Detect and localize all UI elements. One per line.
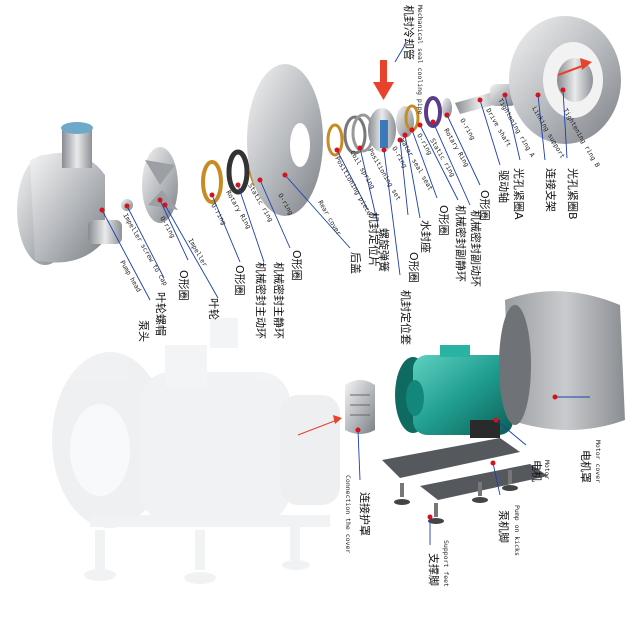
label-oring-4-cn: O形圈 [407, 252, 420, 283]
pump-feet-bar-2 [420, 464, 548, 500]
label-motor-cover-cn: 电机罩 [579, 450, 593, 483]
label-oring-2-en: O-ring [209, 202, 228, 226]
leader-dots [99, 87, 566, 520]
oring-6-part [442, 98, 452, 118]
label-mech-seal-sub-static-cn: 机械密封副静环 [454, 205, 468, 282]
label-oring-6-en: O-ring [458, 117, 477, 141]
bracket-arrow-head [580, 58, 592, 70]
label-mech-seal-static-cn: 机械密封主静环 [272, 262, 286, 339]
label-pump-feet-cn: 泵机脚 [497, 510, 511, 543]
cooling-pipe-arrow-head [373, 82, 394, 100]
label-motor-cn: 电机 [530, 460, 544, 482]
label-connection-cover-cn: 连接护罩 [358, 492, 372, 536]
sub-rotary-ring-part [424, 96, 442, 128]
rear-cover-part [247, 64, 323, 216]
assembled-pump-ghost [52, 318, 340, 584]
label-pump-feet-en: Pump on kicks [513, 505, 521, 556]
support-feet-part [394, 470, 518, 524]
label-coil-spring-cn: 螺旋弹簧 [377, 228, 391, 272]
oring-gold-part [201, 160, 223, 204]
label-cooling-pipe-cn: 机封冷却管 [402, 5, 416, 60]
seal-sleeve-part [368, 108, 396, 152]
motor-part [395, 345, 513, 438]
label-drive-shaft-cn: 驱动轴 [497, 170, 511, 203]
label-water-seal-seat-cn: 水封座 [419, 220, 433, 253]
label-oring-front-en: O-ring [158, 215, 177, 239]
label-seal-sleeve-cn: 机封定位套 [399, 290, 413, 345]
label-mech-seal-sub-rotary-cn: 机械密封副动环 [469, 210, 483, 287]
label-oring-front-cn: O形圈 [177, 270, 190, 301]
label-cooling-pipe-en: Mechanical seal cooling pipe [416, 5, 424, 115]
label-impeller-nut-cn: 叶轮螺帽 [154, 292, 168, 336]
label-bracket-cn: 连接支架 [544, 168, 557, 212]
pump-feet-bar-1 [382, 438, 520, 478]
label-rear-cover-en: Rear cover [316, 199, 343, 237]
label-oring-5-cn: O形圈 [437, 205, 450, 236]
label-clamp-b-cn: 光孔紧圈B [566, 168, 580, 220]
label-rear-cover-cn: 后盖 [349, 252, 363, 274]
label-support-feet-en: Support feet [442, 540, 450, 587]
label-clamp-a-cn: 光孔紧圈A [512, 168, 526, 220]
label-oring-3-cn: O形圈 [290, 250, 303, 281]
cover-arrow-head [333, 415, 342, 424]
label-seal-locator-cn: 机封定位片 [367, 212, 381, 267]
label-pump-head-cn: 泵头 [137, 320, 150, 342]
label-motor-en: Motor [543, 460, 551, 480]
positioning-piece-part [326, 123, 344, 157]
leader-lines [101, 44, 590, 545]
rotary-ring-part [226, 149, 250, 195]
label-support-feet-cn: 支撑脚 [427, 553, 441, 586]
cooling-pipe-arrow-shaft [380, 60, 387, 84]
label-mech-seal-main-cn: 机械密封主动环 [254, 262, 268, 339]
pump-head-part [17, 122, 122, 265]
impeller-part [142, 147, 178, 223]
bracket-arrow [557, 64, 586, 76]
label-connection-cover-en: Connection the cover [344, 475, 352, 553]
label-impeller-en: Impeller [186, 237, 209, 268]
label-motor-cover-en: Motor cover [594, 440, 602, 483]
label-oring-2-cn: O形圈 [233, 265, 246, 296]
label-mech-seal-main-en: Rotary Ring [224, 189, 252, 230]
label-impeller-cn: 叶轮 [207, 298, 221, 320]
motor-cover-part [499, 291, 625, 430]
label-oring-6-cn: O形圈 [478, 190, 491, 221]
connection-cover-part [345, 380, 375, 434]
cover-arrow [297, 419, 338, 436]
